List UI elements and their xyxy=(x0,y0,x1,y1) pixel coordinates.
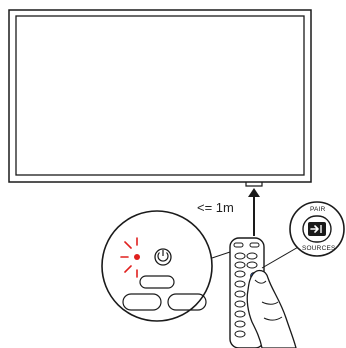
blink-rays-icon xyxy=(120,237,138,278)
up-arrow-icon xyxy=(248,188,260,236)
power-icon xyxy=(154,248,172,266)
source-callout xyxy=(289,201,345,257)
hand-icon xyxy=(246,269,297,348)
power-zoom-callout xyxy=(101,210,213,322)
source-input-icon xyxy=(308,222,326,236)
tv-icon xyxy=(8,9,312,187)
distance-label: <= 1m xyxy=(197,200,234,215)
pair-label: PAIR xyxy=(310,206,326,213)
sources-label: SOURCES xyxy=(302,245,336,252)
